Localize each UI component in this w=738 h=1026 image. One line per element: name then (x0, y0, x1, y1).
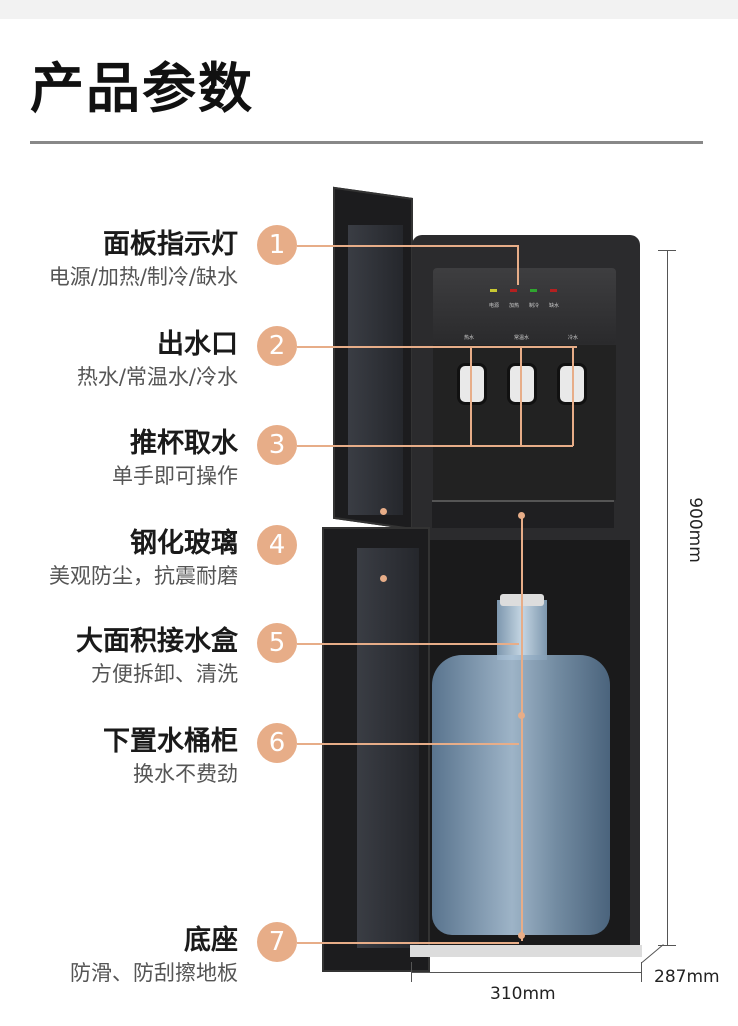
feature-subtitle: 电源/加热/制冷/缺水 (48, 265, 238, 289)
panel-label: 制冷 (529, 303, 540, 309)
control-panel (433, 268, 616, 344)
spout-label: 冷水 (568, 335, 579, 341)
feature-subtitle: 换水不费劲 (133, 762, 238, 786)
number-badge: 7 (257, 922, 297, 962)
led-power (490, 289, 497, 292)
lower-glass (357, 548, 419, 948)
upper-glass (348, 225, 403, 515)
feature-subtitle: 方便拆卸、清洗 (91, 662, 238, 686)
feature-title: 钢化玻璃 (130, 528, 238, 559)
feature-7: 底座防滑、防刮擦地板 (70, 924, 238, 988)
spout-label: 热水 (464, 335, 475, 341)
depth-dimension-line (641, 944, 664, 963)
feature-3: 推杯取水单手即可操作 (112, 427, 238, 491)
width-label: 310mm (490, 984, 556, 1004)
led-empty (550, 289, 557, 292)
number-badge: 6 (257, 723, 297, 763)
feature-title: 面板指示灯 (103, 229, 238, 260)
depth-label: 287mm (654, 967, 720, 987)
number-badge: 1 (257, 225, 297, 265)
panel-label: 电源 (489, 303, 500, 309)
number-badge: 4 (257, 525, 297, 565)
feature-6: 下置水桶柜换水不费劲 (103, 725, 238, 789)
feature-5: 大面积接水盒方便拆卸、清洗 (76, 625, 238, 689)
number-badge: 3 (257, 425, 297, 465)
feature-subtitle: 防滑、防刮擦地板 (70, 961, 238, 985)
led-heat (510, 289, 517, 292)
width-dimension-line (411, 972, 642, 973)
feature-4: 钢化玻璃美观防尘，抗震耐磨 (49, 527, 238, 591)
feature-title: 下置水桶柜 (103, 726, 238, 757)
feature-title: 推杯取水 (130, 428, 238, 459)
height-dimension-line (667, 250, 668, 945)
panel-label: 缺水 (549, 303, 560, 309)
page-title: 产品参数 (30, 57, 254, 120)
base (410, 945, 642, 957)
divider (30, 141, 703, 144)
spout-label: 常温水 (514, 335, 530, 341)
room-water-paddle (507, 363, 537, 405)
led-cool (530, 289, 537, 292)
hot-water-paddle (457, 363, 487, 405)
feature-subtitle: 单手即可操作 (112, 464, 238, 488)
feature-2: 出水口热水/常温水/冷水 (77, 328, 238, 392)
feature-subtitle: 热水/常温水/冷水 (76, 365, 238, 389)
height-label: 900mm (684, 497, 705, 563)
top-bar (0, 0, 738, 19)
panel-label: 加热 (509, 303, 520, 309)
feature-1: 面板指示灯电源/加热/制冷/缺水 (49, 228, 238, 292)
feature-title: 大面积接水盒 (76, 626, 238, 657)
feature-title: 出水口 (157, 329, 238, 360)
number-badge: 5 (257, 623, 297, 663)
number-badge: 2 (257, 326, 297, 366)
feature-title: 底座 (184, 925, 238, 956)
feature-subtitle: 美观防尘，抗震耐磨 (49, 564, 238, 588)
